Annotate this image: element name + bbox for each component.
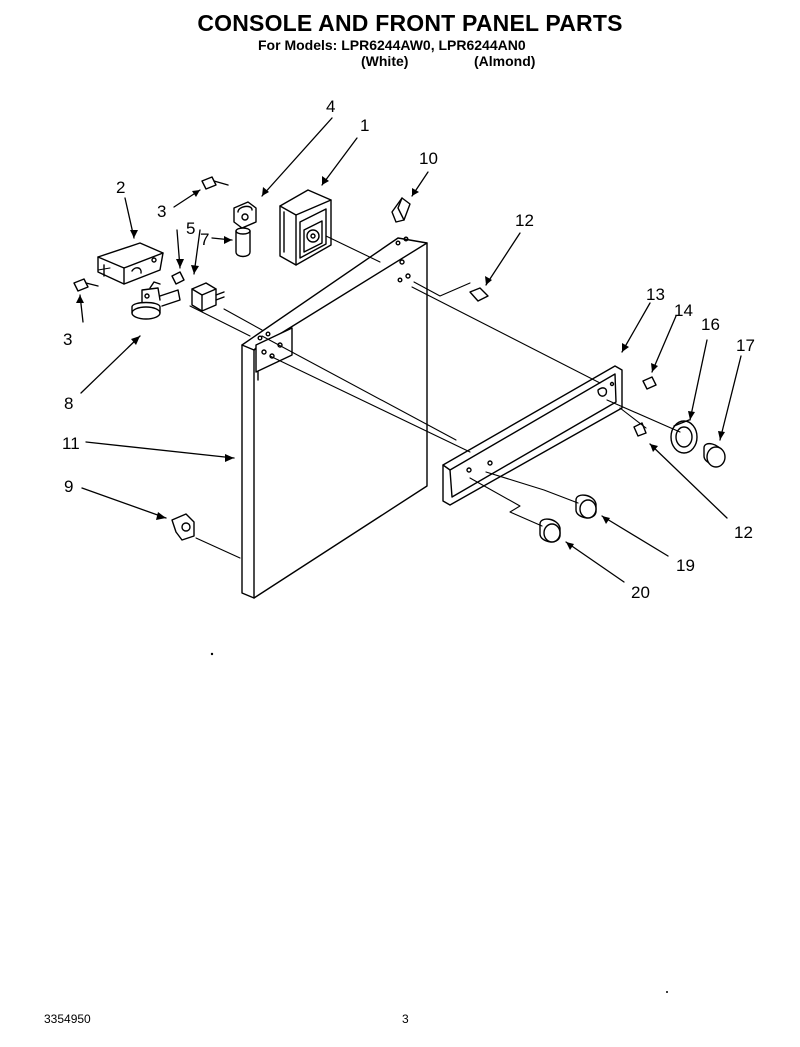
switch-part <box>191 282 225 312</box>
callout-13: 13 <box>646 285 665 304</box>
timer-bracket-part <box>279 189 332 266</box>
scan-specks <box>210 652 668 993</box>
callout-1: 1 <box>360 116 369 135</box>
callout-2: 2 <box>116 178 125 197</box>
cylinder-part <box>235 227 251 258</box>
callout-12-bottom: 12 <box>734 523 753 542</box>
clip-part <box>233 201 257 229</box>
console-bracket-part <box>97 242 164 285</box>
arrowheads <box>76 176 725 550</box>
variant-almond: (Almond) <box>474 53 536 69</box>
front-panel-part <box>241 236 428 599</box>
knob-part <box>703 442 726 468</box>
callout-3-bottom: 3 <box>63 330 72 349</box>
callout-19: 19 <box>676 556 695 575</box>
callout-14: 14 <box>674 301 693 320</box>
callout-7: 7 <box>200 230 209 249</box>
page-number: 3 <box>402 1012 409 1026</box>
callout-20: 20 <box>631 583 650 602</box>
callout-labels: 1 2 3 3 4 5 7 8 9 10 11 12 12 13 14 16 1… <box>62 97 755 602</box>
selector-switch-part <box>131 281 181 320</box>
page-title: CONSOLE AND FRONT PANEL PARTS <box>197 10 623 36</box>
cord-clip-part <box>391 197 411 223</box>
callout-8: 8 <box>64 394 73 413</box>
leader-lines <box>79 117 742 583</box>
push-button-part <box>539 494 597 543</box>
callout-17: 17 <box>736 336 755 355</box>
callout-12-top: 12 <box>515 211 534 230</box>
variant-white: (White) <box>361 53 409 69</box>
screw-part <box>73 176 657 541</box>
models-line: For Models: LPR6244AW0, LPR6244AN0 <box>258 37 526 53</box>
part-number: 3354950 <box>44 1012 91 1026</box>
callout-4: 4 <box>326 97 335 116</box>
callout-3-top: 3 <box>157 202 166 221</box>
assembly-lines <box>97 235 681 559</box>
knob-bezel-part <box>670 419 698 454</box>
console-plate-part <box>442 365 623 506</box>
callout-10: 10 <box>419 149 438 168</box>
callout-9: 9 <box>64 477 73 496</box>
callout-5: 5 <box>186 219 195 238</box>
callout-16: 16 <box>701 315 720 334</box>
callout-11: 11 <box>62 434 80 453</box>
